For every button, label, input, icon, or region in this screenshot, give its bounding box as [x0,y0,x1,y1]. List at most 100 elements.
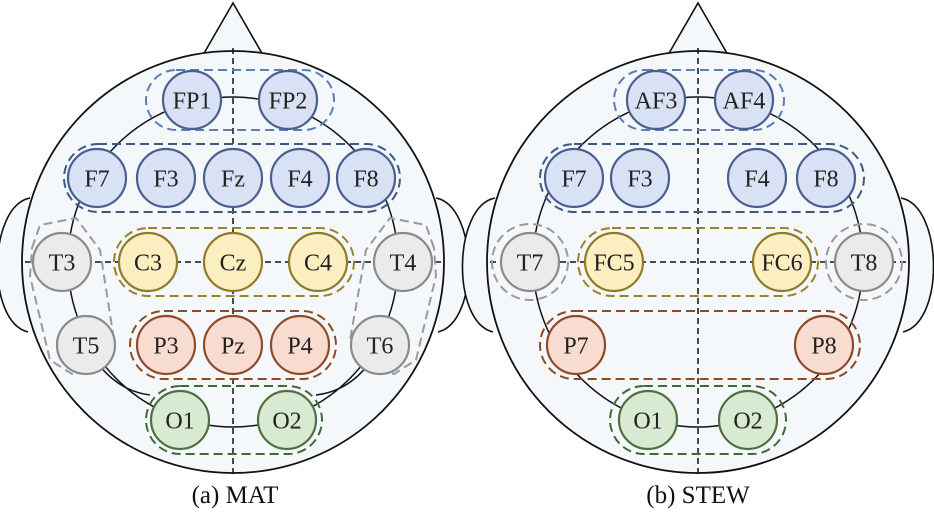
electrode-label: F4 [744,167,769,193]
region-group-outline [349,217,437,375]
electrode-circle [269,314,331,376]
electrode-t5: T5 [55,314,117,376]
electrode-circle [287,231,349,293]
region-group-outline [825,223,903,301]
electrode-circle [202,147,264,209]
region-group-outline [613,69,785,131]
electrode-label: P4 [287,334,312,360]
electrode-circle [257,69,319,131]
caption-mat: (a) MAT [192,482,279,509]
electrode-circle [583,231,645,293]
electrode-label: F3 [627,167,652,193]
electrode-circle [202,231,264,293]
region-group-outline [63,143,401,213]
electrode-fp1: FP1 [161,69,223,131]
electrode-circle [349,314,411,376]
electrode-label: F3 [153,167,178,193]
electrode-label: FP1 [173,89,212,115]
left-ear [0,197,31,333]
region-group-outline [129,310,337,380]
caption-stew: (b) STEW [646,482,750,509]
electrode-f4: F4 [726,147,788,209]
electrode-circle [161,69,223,131]
electrode-f4: F4 [269,147,331,209]
electrode-label: O1 [165,409,194,435]
electrode-pz: Pz [202,314,264,376]
electrode-f7: F7 [543,147,605,209]
electrode-label: O1 [633,409,662,435]
electrode-label: O2 [733,409,762,435]
electrode-circle [55,314,117,376]
electrode-o1: O1 [617,389,679,451]
electrode-label: C4 [304,251,332,277]
electrode-circle [335,147,397,209]
electrode-label: O2 [272,409,301,435]
electrode-t3: T3 [31,231,93,293]
electrode-circle [795,147,857,209]
electrode-af3: AF3 [625,69,687,131]
electrode-fz: Fz [202,147,264,209]
electrode-f3: F3 [135,147,197,209]
electrode-circle [717,389,779,451]
electrode-f8: F8 [335,147,397,209]
electrode-label: P8 [811,334,836,360]
electrode-label: T4 [390,251,417,277]
electrode-circle [833,231,895,293]
electrode-label: F7 [84,167,109,193]
electrode-label: T8 [851,251,878,277]
electrode-label: FP2 [269,89,308,115]
electrode-c3: C3 [117,231,179,293]
electrode-fc5: FC5 [583,231,645,293]
electrode-circle [135,147,197,209]
electrode-circle [713,69,775,131]
electrode-t8: T8 [833,231,895,293]
electrode-circle [256,389,318,451]
electrode-t4: T4 [372,231,434,293]
region-group-outline [539,143,865,213]
electrode-p4: P4 [269,314,331,376]
electrode-label: AF4 [723,89,766,115]
electrode-label: Pz [221,334,245,360]
electrode-circle [543,147,605,209]
electrode-f3: F3 [609,147,671,209]
electrode-p3: P3 [135,314,197,376]
electrode-circle [617,389,679,451]
electrode-label: P3 [153,334,178,360]
electrode-t7: T7 [499,231,561,293]
electrode-circle [66,147,128,209]
right-ear [900,197,934,333]
region-group-outline [29,217,115,375]
electrode-label: FC6 [761,251,802,277]
electrode-circle [202,314,264,376]
electrode-circle [625,69,687,131]
electrode-label: T7 [517,251,544,277]
electrode-label: T3 [49,251,76,277]
electrode-circle [726,147,788,209]
electrode-p8: P8 [793,314,855,376]
electrode-f8: F8 [795,147,857,209]
electrode-circle [609,147,671,209]
electrode-label: AF3 [635,89,678,115]
electrode-af4: AF4 [713,69,775,131]
electrode-circle [372,231,434,293]
electrode-label: C3 [134,251,162,277]
electrode-label: F8 [813,167,838,193]
electrode-label: FC5 [593,251,634,277]
electrode-o2: O2 [717,389,779,451]
electrode-circle [31,231,93,293]
left-ear [461,197,496,333]
electrode-circle [135,314,197,376]
region-group-outline [145,385,323,455]
region-group-outline [491,223,569,301]
electrode-label: F7 [561,167,586,193]
region-group-outline [539,310,861,380]
nose [202,1,264,56]
electrode-cz: Cz [202,231,264,293]
electrode-circle [793,314,855,376]
electrode-c4: C4 [287,231,349,293]
electrode-circle [117,231,179,293]
electrode-o2: O2 [256,389,318,451]
